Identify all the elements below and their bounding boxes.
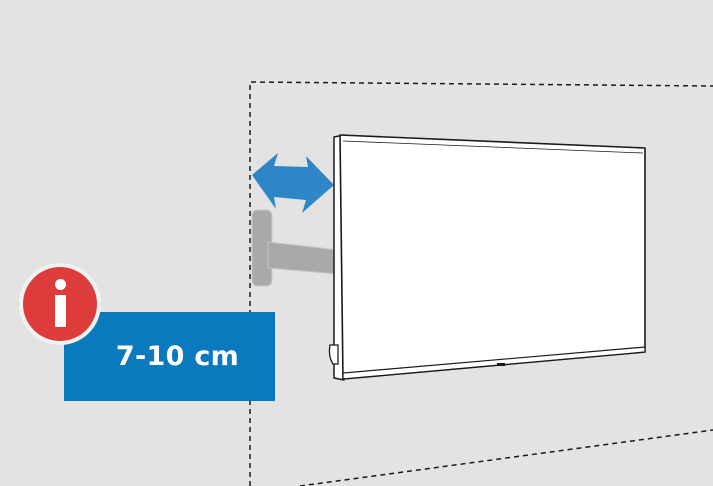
double-arrow-icon bbox=[252, 153, 334, 213]
measurement-label: 7-10 cm bbox=[115, 341, 240, 372]
television bbox=[328, 134, 646, 381]
info-dot bbox=[55, 279, 66, 290]
wall-bracket-plate bbox=[251, 209, 273, 287]
swing-arm bbox=[267, 241, 339, 275]
tv-screen bbox=[339, 134, 646, 380]
info-circle bbox=[23, 267, 97, 341]
measurement-box: 7-10 cm bbox=[64, 312, 275, 401]
info-icon bbox=[19, 263, 101, 345]
info-stem bbox=[55, 295, 66, 327]
wall-outline bbox=[249, 81, 713, 486]
